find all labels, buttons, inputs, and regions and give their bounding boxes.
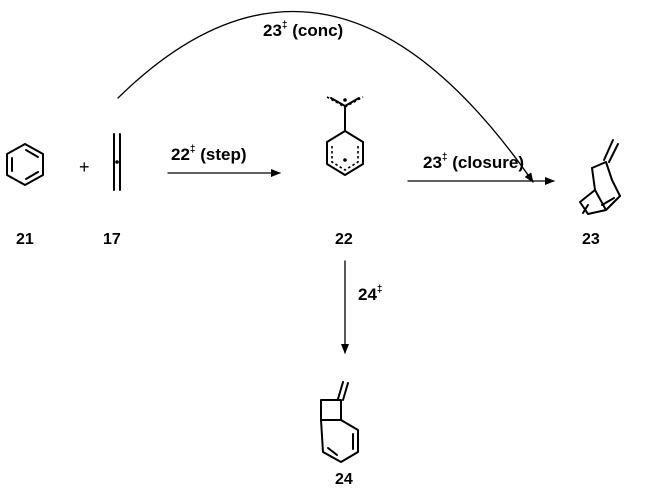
arrow-concerted-label: 23‡ (conc) — [263, 20, 343, 40]
bicyclic-product-23-structure — [579, 139, 621, 215]
arrow-stepwise-label: 22‡ (step) — [171, 144, 246, 164]
arrow-closure: 23‡ (closure) — [407, 152, 555, 185]
benzene-structure — [6, 143, 44, 186]
arrow-closure-label: 23‡ (closure) — [423, 152, 524, 172]
arrow-down-label: 24‡ — [358, 284, 382, 304]
compound-label-21: 21 — [16, 231, 34, 248]
allene-structure — [113, 133, 121, 191]
plus-sign: + — [79, 157, 90, 177]
compound-label-22: 22 — [335, 231, 353, 248]
compound-label-24: 24 — [335, 471, 353, 488]
compound-label-17: 17 — [103, 231, 121, 248]
bicyclic-product-24-structure — [320, 381, 359, 463]
arrow-down: 24‡ — [341, 260, 382, 354]
compound-label-23: 23 — [582, 231, 600, 248]
diradical-structure — [326, 96, 364, 176]
arrow-stepwise: 22‡ (step) — [167, 144, 281, 177]
arrow-concerted: 23‡ (conc) — [117, 10, 534, 183]
